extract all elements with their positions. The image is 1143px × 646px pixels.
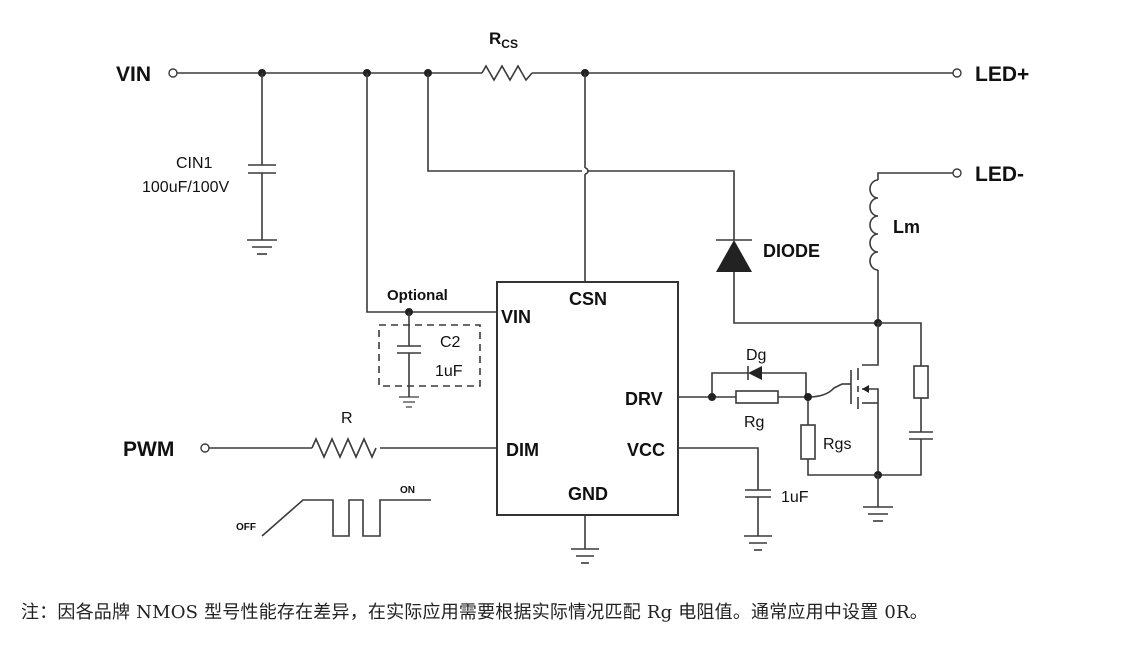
diode-feed-wire xyxy=(427,73,735,240)
c2-name: C2 xyxy=(440,334,461,351)
ic-pin-drv: DRV xyxy=(625,389,663,409)
csn-wire-hop xyxy=(584,167,589,175)
gate-network xyxy=(678,366,878,476)
cin1-value: 100uF/100V xyxy=(142,179,230,196)
vcc-cap-label: 1uF xyxy=(781,489,809,506)
led-minus-terminal xyxy=(952,168,962,178)
pwm-input-wire xyxy=(200,437,497,459)
led-driver-schematic: VIN LED+ RCS CIN1 100uF/100V Optional C2… xyxy=(116,29,1029,564)
rgs-label: Rgs xyxy=(823,436,851,453)
diode-label: DIODE xyxy=(763,241,820,261)
led-plus-label: LED+ xyxy=(975,63,1029,86)
top-rail-wire xyxy=(168,64,962,82)
led-minus-label: LED- xyxy=(975,163,1024,186)
pwm-terminal-label: PWM xyxy=(123,438,174,461)
cin1-capacitor xyxy=(247,73,277,255)
mosfet-ground xyxy=(863,475,893,522)
ic-pin-csn: CSN xyxy=(569,289,607,309)
nmos-transistor xyxy=(842,323,879,475)
ic-pin-gnd: GND xyxy=(568,484,608,504)
c2-capacitor xyxy=(397,312,421,408)
inductor-lm xyxy=(869,172,953,323)
rcs-label: RCS xyxy=(489,29,518,51)
r-label: R xyxy=(341,410,353,427)
controller-ic xyxy=(496,281,679,516)
vin-terminal-label: VIN xyxy=(116,63,151,86)
ic-pin-vcc: VCC xyxy=(627,440,665,460)
footnote-text: 注：因各品牌 NMOS 型号性能存在差异，在实际应用需要根据实际情况匹配 Rg … xyxy=(21,602,928,623)
pwm-waveform xyxy=(261,499,431,537)
gate-junction-left xyxy=(708,393,716,401)
ic-pin-vin: VIN xyxy=(501,307,531,327)
ic-pin-dim: DIM xyxy=(506,440,539,460)
diode-symbol xyxy=(716,239,878,324)
c2-optional-box xyxy=(378,324,481,387)
rc-snubber xyxy=(878,322,933,476)
vcc-capacitor xyxy=(678,447,772,551)
pwm-off-label: OFF xyxy=(236,522,256,533)
optional-label: Optional xyxy=(387,287,448,304)
gate-junction-right xyxy=(804,393,812,401)
inductor-label: Lm xyxy=(893,217,920,237)
rg-label: Rg xyxy=(744,414,764,431)
ic-ground xyxy=(571,515,599,564)
ic-vin-feed-wire xyxy=(366,73,497,313)
c2-value: 1uF xyxy=(435,363,463,380)
dg-label: Dg xyxy=(746,347,766,364)
cin1-name: CIN1 xyxy=(176,155,213,172)
pwm-on-label: ON xyxy=(400,485,415,496)
